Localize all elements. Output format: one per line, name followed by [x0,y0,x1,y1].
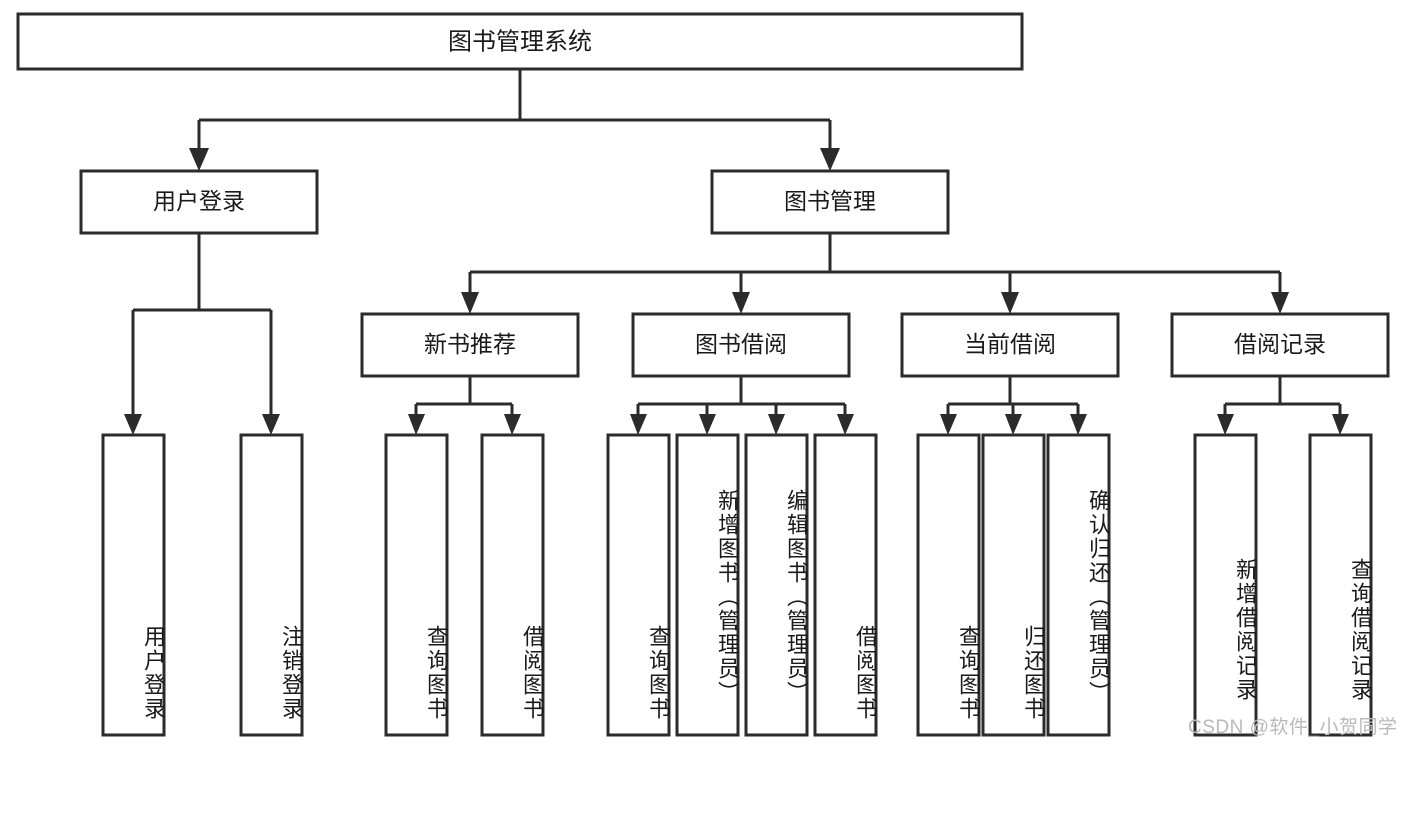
arrowhead-book-manage [820,148,840,171]
arrowhead-borrow [732,292,750,314]
arrowhead-leaf-7 [768,414,785,435]
node-new-book-recommend[interactable]: 新书推荐 [360,312,580,378]
leaf-boxes-group [101,433,1373,737]
arrowhead-leaf-10 [1005,414,1022,435]
leaf-box-confirm-return[interactable] [1046,433,1111,737]
arrowhead-leaf-3 [408,414,425,435]
leaf-box-add-book[interactable] [675,433,740,737]
diagram-canvas: 图书管理系统 用户登录 图书管理 新书推荐 图书借阅 当前 [16,12,1398,738]
leaf-box-add-borrow-record[interactable] [1193,433,1258,737]
leaf-box-borrow-book[interactable] [813,433,878,737]
node-book-borrow-label: 图书借阅 [695,331,787,357]
node-root[interactable]: 图书管理系统 [16,12,1024,71]
nodes-group: 图书管理系统 用户登录 图书管理 新书推荐 图书借阅 当前 [16,12,1390,737]
leaf-box-query-book-borrow[interactable] [606,433,671,737]
node-book-manage[interactable]: 图书管理 [710,169,950,235]
diagram-svg: 图书管理系统 用户登录 图书管理 新书推荐 图书借阅 当前 [16,12,1390,737]
arrowhead-leaf-4 [504,414,521,435]
connectors-group [124,69,1349,435]
node-user-login[interactable]: 用户登录 [79,169,319,235]
arrowhead-leaf-12 [1217,414,1234,435]
node-user-login-label: 用户登录 [153,188,245,214]
node-new-book-recommend-label: 新书推荐 [424,331,516,357]
arrowhead-record [1271,292,1289,314]
arrowhead-user-login [189,148,209,171]
leaf-box-query-book-current[interactable] [916,433,981,737]
arrowhead-current [1001,292,1019,314]
arrowheads-group [124,148,1349,435]
node-book-borrow[interactable]: 图书借阅 [631,312,851,378]
leaf-box-user-login[interactable] [101,433,166,737]
arrowhead-leaf-5 [630,414,647,435]
arrowhead-leaf-9 [940,414,957,435]
arrowhead-leaf-2 [262,414,280,435]
leaf-box-logout[interactable] [239,433,304,737]
arrowhead-leaf-6 [699,414,716,435]
node-current-borrow-label: 当前借阅 [964,331,1056,357]
csdn-watermark: CSDN @软件_小贺同学 [1188,717,1398,738]
node-root-label: 图书管理系统 [448,28,592,55]
arrowhead-recommend [461,292,479,314]
node-book-manage-label: 图书管理 [784,188,876,214]
leaf-box-return-book[interactable] [981,433,1046,737]
arrowhead-leaf-13 [1332,414,1349,435]
arrowhead-leaf-11 [1070,414,1087,435]
node-borrow-record-label: 借阅记录 [1234,331,1326,357]
leaf-box-query-borrow-record[interactable] [1308,433,1373,737]
leaf-box-query-book-recommend[interactable] [384,433,449,737]
node-current-borrow[interactable]: 当前借阅 [900,312,1120,378]
arrowhead-leaf-8 [837,414,854,435]
leaf-box-borrow-book-recommend[interactable] [480,433,545,737]
node-borrow-record[interactable]: 借阅记录 [1170,312,1390,378]
leaf-box-edit-book[interactable] [744,433,809,737]
arrowhead-leaf-1 [124,414,142,435]
